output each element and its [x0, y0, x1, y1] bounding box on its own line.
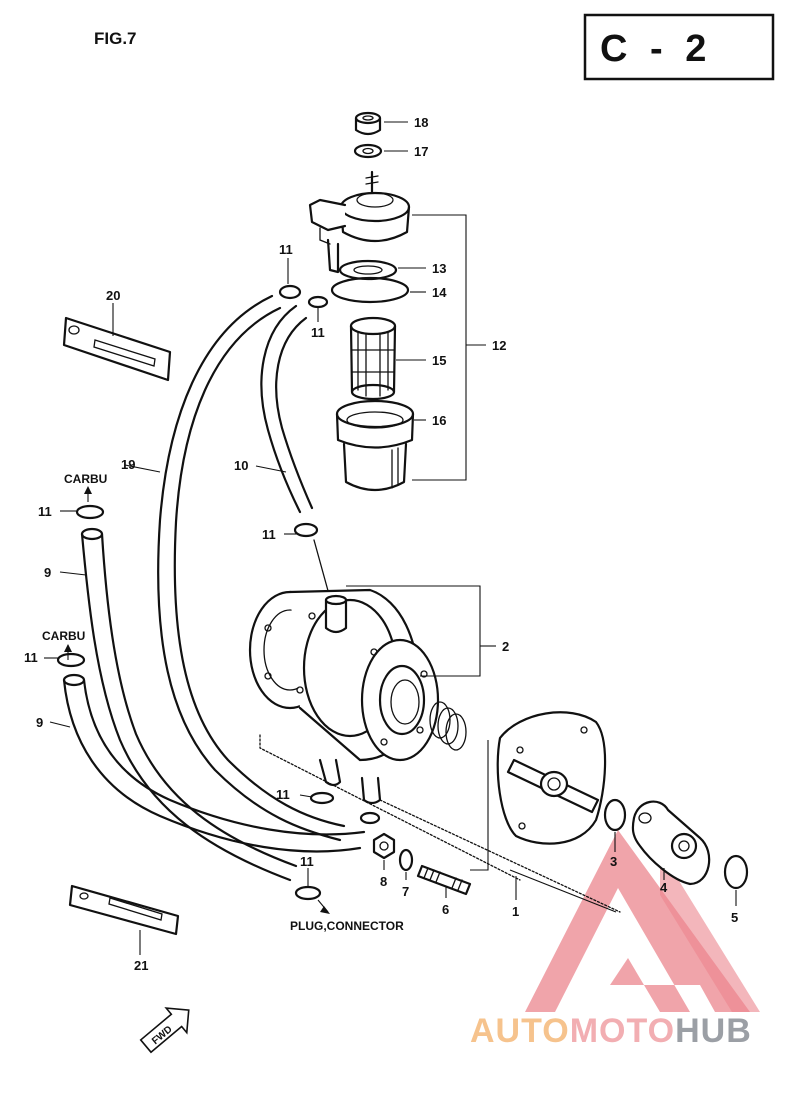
callout-9a: 9	[44, 565, 51, 580]
callout-13: 13	[432, 261, 446, 276]
carbu-top-label: CARBU	[64, 472, 107, 486]
part-19-hose: 19	[121, 294, 346, 842]
callout-11d: 11	[38, 504, 52, 519]
part-8-nut: 8	[372, 832, 396, 889]
part-11-clip-g: 11 PLUG,CONNECTOR	[290, 854, 404, 933]
callout-2: 2	[502, 639, 509, 654]
part-1-cover: 1	[470, 711, 617, 919]
callout-11g: 11	[300, 854, 314, 869]
callout-14: 14	[432, 285, 447, 300]
callout-19: 19	[121, 457, 135, 472]
callout-11c: 11	[262, 527, 276, 542]
carbu-bottom-label: CARBU	[42, 629, 85, 643]
callout-9b: 9	[36, 715, 43, 730]
callout-17: 17	[414, 144, 428, 159]
section-code-box: C - 2	[583, 13, 775, 81]
part-18-nut: 18	[354, 111, 428, 136]
callout-16: 16	[432, 413, 446, 428]
callout-5: 5	[731, 910, 738, 925]
part-7-washer: 7	[398, 848, 414, 899]
part-13-gasket: 13	[338, 259, 446, 281]
part-14-o-ring: 14	[330, 276, 447, 304]
part-16-filter-bowl: 16	[335, 399, 446, 492]
watermark-logo: AUTOMOTOHUB	[470, 830, 760, 1050]
part-5-o-ring: 5	[723, 854, 749, 925]
callout-18: 18	[414, 115, 428, 130]
callout-10: 10	[234, 458, 248, 473]
carbu-bottom-group: CARBU 11 9	[24, 629, 366, 853]
part-4-bracket: 4	[631, 800, 711, 895]
callout-7: 7	[402, 884, 409, 899]
part-15-filter-element: 15	[349, 316, 446, 401]
part-11-clip-b: 11	[307, 295, 329, 340]
callout-11f: 11	[276, 787, 290, 802]
pump-spring	[429, 701, 467, 751]
carbu-top-group: CARBU 11 9	[38, 472, 298, 882]
figure-label: FIG.7	[94, 29, 137, 48]
part-11-clip-a: 11	[278, 242, 302, 300]
callout-12: 12	[492, 338, 506, 353]
callout-12-bracket: 12	[412, 214, 506, 481]
callout-11e: 11	[24, 650, 38, 665]
callout-15: 15	[432, 353, 446, 368]
part-20-bracket: 20	[62, 288, 172, 382]
fwd-arrow-icon: FWD	[139, 1007, 190, 1054]
fuel-filter-cap	[308, 170, 411, 274]
callout-6: 6	[442, 902, 449, 917]
watermark-hub: HUB	[675, 1012, 752, 1050]
callout-1: 1	[512, 904, 519, 919]
part-11-clip-f: 11	[276, 787, 381, 825]
callout-21: 21	[134, 958, 148, 973]
callout-3: 3	[610, 854, 617, 869]
part-11-clip-c: 11	[262, 522, 331, 599]
callout-8: 8	[380, 874, 387, 889]
callout-4: 4	[660, 880, 668, 895]
part-10-hose: 10	[234, 304, 314, 514]
part-6-stud: 6	[416, 864, 472, 917]
watermark-auto: AUTO	[470, 1012, 570, 1050]
part-2-fuel-pump: 2	[248, 585, 509, 805]
plug-connector-label: PLUG,CONNECTOR	[290, 919, 404, 933]
callout-11b: 11	[311, 325, 325, 340]
part-17-washer: 17	[353, 143, 428, 159]
callout-11a: 11	[279, 242, 293, 257]
svg-text:AUTOMOTOHUB: AUTOMOTOHUB	[470, 1012, 752, 1050]
callout-20: 20	[106, 288, 120, 303]
watermark-moto: MOTO	[570, 1012, 675, 1050]
part-3-o-ring: 3	[603, 798, 627, 869]
section-code: C - 2	[600, 28, 712, 70]
part-21-bracket: 21	[68, 884, 180, 973]
